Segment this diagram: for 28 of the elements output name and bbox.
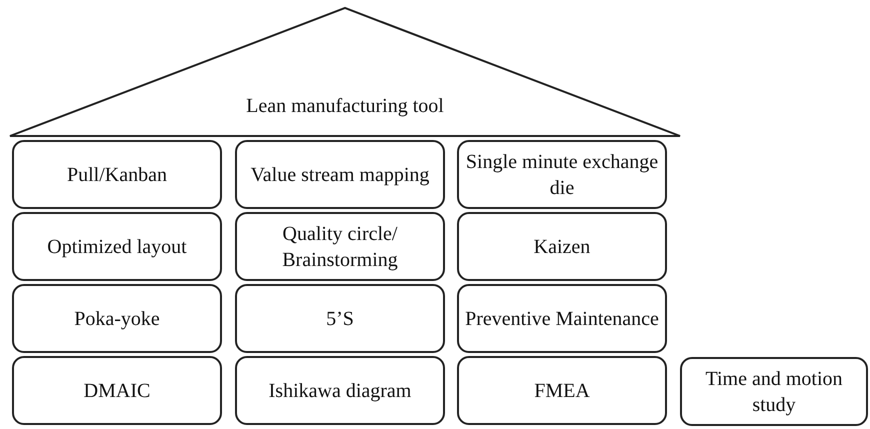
tool-label: Poka-yoke	[73, 306, 161, 332]
tool-label: FMEA	[533, 378, 591, 404]
tool-box	[457, 356, 667, 425]
tool-box	[12, 284, 222, 353]
tool-label: Optimized layout	[46, 234, 188, 260]
tool-label: Time and motion study	[704, 366, 844, 418]
tool-box	[457, 284, 667, 353]
tool-label: 5’S	[325, 306, 355, 332]
tool-box	[680, 357, 868, 426]
tool-label: Quality circle/ Brainstorming	[281, 222, 399, 272]
roof-triangle	[8, 6, 682, 138]
tool-label: DMAIC	[82, 378, 152, 404]
tool-box	[235, 140, 445, 209]
tool-label: Value stream mapping	[250, 162, 430, 188]
tool-box	[235, 212, 445, 281]
tool-label: Ishikawa diagram	[268, 378, 412, 404]
tool-box	[12, 140, 222, 209]
tool-label: Preventive Maintenance	[464, 306, 660, 332]
tool-label: Pull/Kanban	[66, 162, 168, 188]
tool-box	[12, 356, 222, 425]
tool-box	[457, 140, 667, 209]
tool-box	[12, 212, 222, 281]
tool-label: Single minute exchange die	[464, 150, 660, 200]
tool-label: Kaizen	[532, 234, 592, 260]
roof-title: Lean manufacturing tool	[245, 94, 445, 119]
tool-box	[457, 212, 667, 281]
tool-box	[235, 284, 445, 353]
tool-box	[235, 356, 445, 425]
